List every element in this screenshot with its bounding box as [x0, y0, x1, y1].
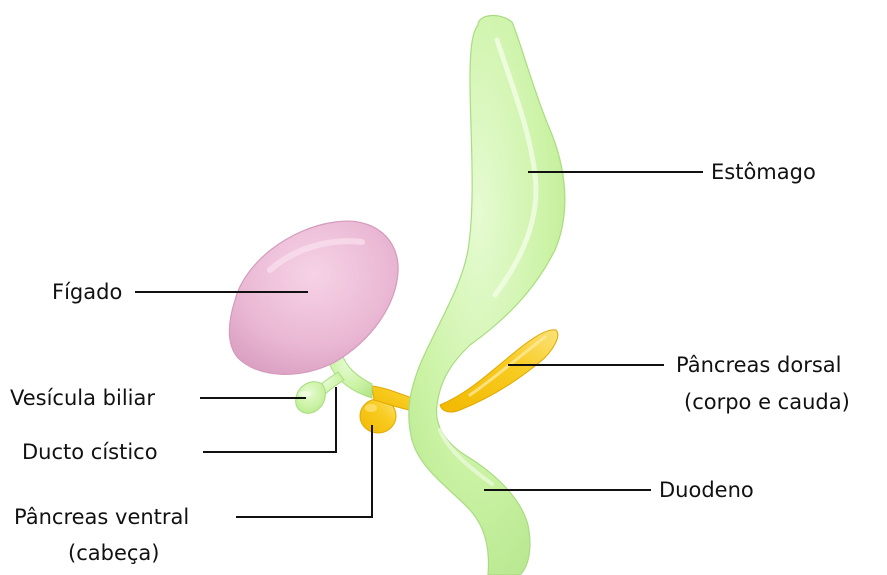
leader-lines — [135, 172, 703, 517]
label-estomago: Estômago — [711, 159, 816, 185]
label-pancreas-ventral-line1: Pâncreas ventral — [14, 504, 189, 530]
stomach-duodenum — [409, 16, 565, 575]
leader-pancreas-ventral — [236, 425, 372, 517]
label-duodeno: Duodeno — [659, 477, 754, 503]
label-pancreas-dorsal-line2: (corpo e cauda) — [684, 389, 850, 415]
label-pancreas-dorsal-line1: Pâncreas dorsal — [676, 352, 841, 378]
label-pancreas-ventral-line2: (cabeça) — [68, 540, 159, 566]
label-ducto-cistico: Ducto cístico — [22, 439, 158, 465]
label-vesicula-biliar: Vesícula biliar — [10, 385, 155, 411]
label-figado: Fígado — [52, 279, 122, 305]
liver — [229, 221, 398, 374]
